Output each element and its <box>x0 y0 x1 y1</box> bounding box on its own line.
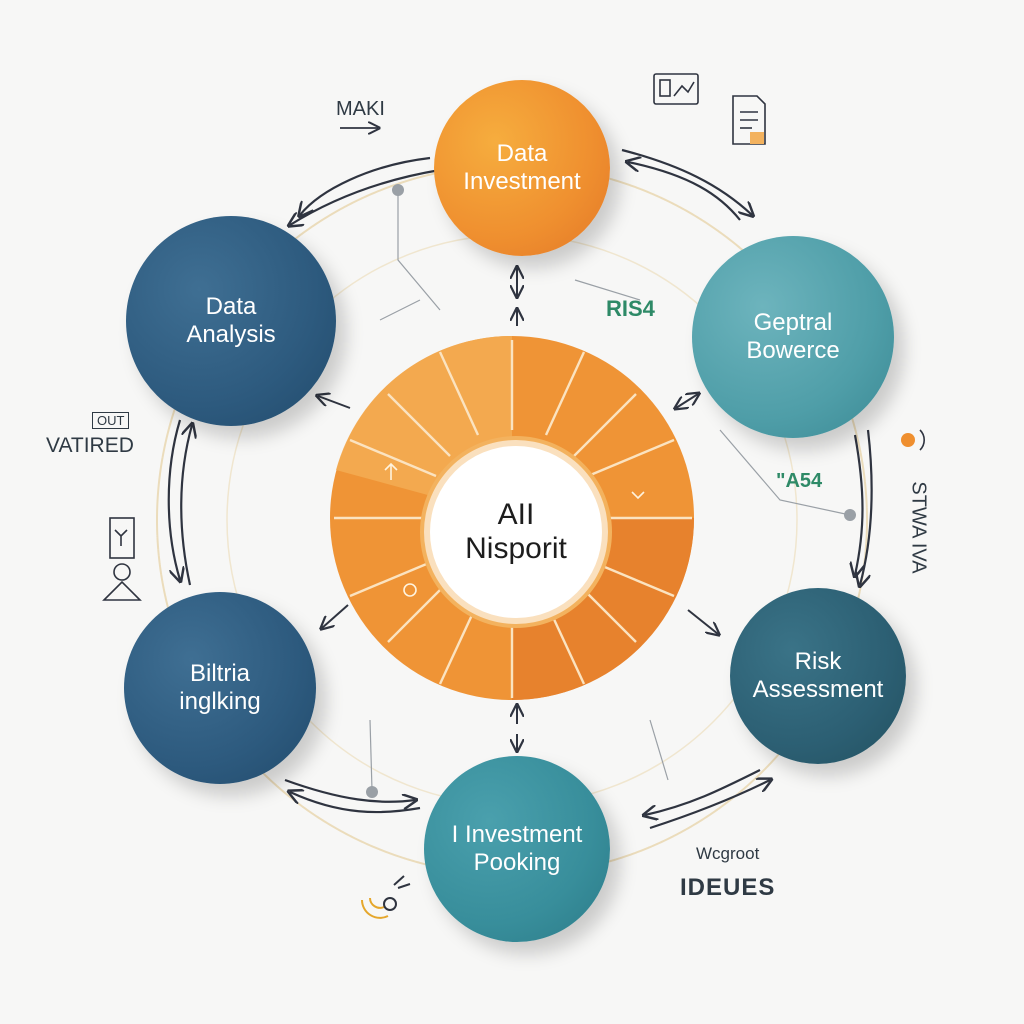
annotation-maki: MAKI <box>336 98 385 120</box>
hub-center[interactable]: AII Nisporit <box>430 446 602 618</box>
node-data-investment[interactable]: Data Investment <box>434 80 610 256</box>
guide-dot <box>392 184 404 196</box>
node-biltria-inglking[interactable]: Biltria inglking <box>124 592 316 784</box>
guide-dot <box>844 509 856 521</box>
node-label: I Investment Pooking <box>451 821 583 876</box>
node-label: Biltria inglking <box>179 660 261 715</box>
annotation-a54: "A54 <box>776 470 823 492</box>
annotation-ideues: IDEUES <box>680 874 776 901</box>
annotation-vertical: STWA IVA <box>907 481 930 574</box>
node-label: Data Analysis <box>186 293 276 348</box>
guide-lines <box>369 190 851 791</box>
annotation-wcgroot: Wcgroot <box>696 844 760 863</box>
node-label: Geptral Bowerce <box>746 309 840 364</box>
hub-label: AII Nisporit <box>465 497 567 566</box>
guide-dot <box>366 786 378 798</box>
hub-marks <box>384 462 645 597</box>
hub-arrows <box>318 268 718 750</box>
monitor-chart-icon <box>653 73 699 105</box>
annotation-ris: RIS4 <box>606 296 655 321</box>
document-icon <box>732 95 766 145</box>
annotation-vatired: VATIRED <box>46 434 134 457</box>
orange-bulb-icon <box>901 429 925 451</box>
signal-icon <box>361 875 411 919</box>
node-investment-pooking[interactable]: I Investment Pooking <box>424 756 610 942</box>
annotation-out: OUT <box>92 412 130 429</box>
node-data-analysis[interactable]: Data Analysis <box>126 216 336 426</box>
lamp-icon <box>102 517 142 601</box>
cycle-arrows <box>167 148 873 830</box>
node-gentral-bowerce[interactable]: Geptral Bowerce <box>692 236 894 438</box>
node-label: Risk Assessment <box>752 648 884 703</box>
hub-spokes <box>334 340 692 698</box>
node-label: Data Investment <box>463 140 581 195</box>
node-risk-assessment[interactable]: Risk Assessment <box>730 588 906 764</box>
